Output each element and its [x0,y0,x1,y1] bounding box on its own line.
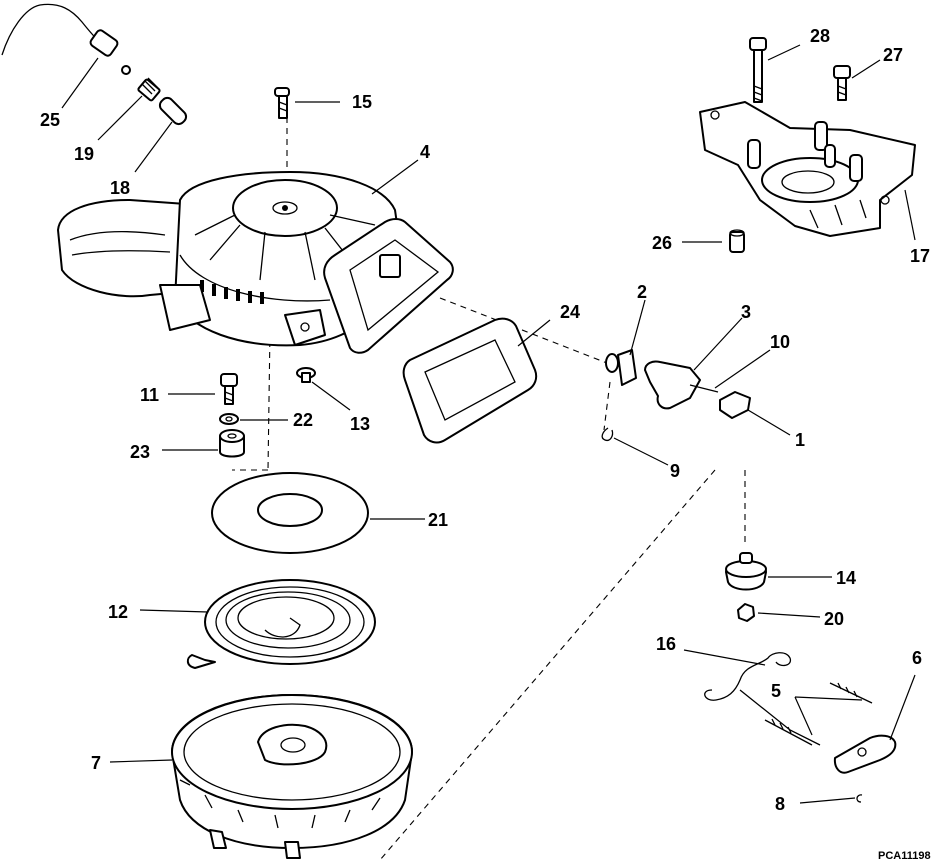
part-16-spring-wire [704,652,821,746]
callout-28: 28 [810,26,830,46]
callout-2: 2 [637,282,647,302]
part-20-nut [737,603,755,622]
part-21-plate [211,472,369,554]
starter-handle [323,218,454,354]
figure-code: PCA11198 [878,850,931,862]
callout-13: 13 [350,414,370,434]
callout-21: 21 [428,510,448,530]
part-26-pin [729,229,745,253]
callout-22: 22 [293,410,313,430]
part-3-lever [644,360,719,410]
callout-15: 15 [352,92,372,112]
part-8-e-clip [856,794,863,803]
callout-26: 26 [652,233,672,253]
callout-3: 3 [741,302,751,322]
callout-20: 20 [824,609,844,629]
housing-fins [200,280,264,304]
part-1-block [719,391,751,419]
part-19-spring [137,77,161,102]
part-5-springs [764,682,873,746]
callout-12: 12 [108,602,128,622]
callout-25: 25 [40,110,60,130]
leader-lines [61,44,916,804]
callout-24: 24 [560,302,580,322]
callout-6: 6 [912,648,922,668]
callout-numbers: 25 19 18 15 4 24 2 3 10 1 9 11 13 22 23 … [40,26,930,814]
part-13-rivet [296,367,316,383]
callout-7: 7 [91,753,101,773]
part-6-pawl [833,734,897,774]
callout-16: 16 [656,634,676,654]
part-12-recoil-spring [186,579,376,669]
part-7-pulley [171,694,413,859]
part-28-bolt [749,37,767,103]
part-24-handle-insert [402,317,538,444]
part-17-bracket [699,101,916,237]
callout-5: 5 [771,681,781,701]
part-15-screw [274,87,290,119]
callout-11: 11 [140,385,159,405]
part-18-plunger [158,96,188,126]
part-9-clip [601,427,614,442]
part-11-screw [220,373,238,405]
part-14-cap [725,552,767,591]
callout-9: 9 [670,461,680,481]
callout-8: 8 [775,794,785,814]
callout-17: 17 [910,246,930,266]
part-22-washer [219,413,239,425]
part-27-bolt [833,65,851,101]
callout-27: 27 [883,45,903,65]
callout-10: 10 [770,332,790,352]
callout-23: 23 [130,442,150,462]
part-25-cable [1,3,131,75]
callout-1: 1 [795,430,805,450]
callout-19: 19 [74,144,94,164]
callout-14: 14 [836,568,856,588]
callout-4: 4 [420,142,430,162]
part-23-bushing [219,429,245,458]
part-2-lock-pin [605,349,637,386]
assembly-axis-lines [232,95,746,861]
callout-18: 18 [110,178,130,198]
